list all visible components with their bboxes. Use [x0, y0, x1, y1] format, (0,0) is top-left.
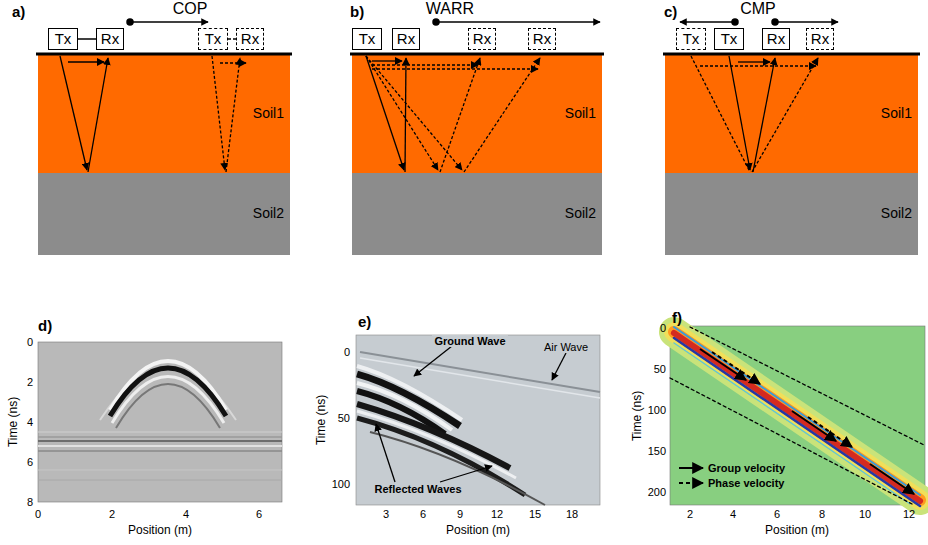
axis-tick: 0: [35, 508, 41, 521]
axis-tick: 0: [344, 346, 350, 359]
axis-tick: 4: [183, 508, 189, 521]
axis-tick: 3: [383, 508, 389, 521]
legend-text: Phase velocity: [708, 477, 784, 490]
axis-title: Time (ns): [315, 395, 329, 445]
antenna-label: Rx: [767, 31, 785, 48]
annotation: Air Wave: [542, 341, 590, 354]
antenna-label: Rx: [811, 31, 829, 48]
layer-name: Soil2: [881, 206, 912, 221]
antenna-label: Rx: [533, 31, 551, 48]
antenna-box-moved: Rx: [528, 28, 556, 50]
axis-tick: 4: [27, 416, 33, 429]
layer-name: Soil1: [881, 106, 912, 121]
antenna-link: [78, 38, 96, 40]
layer-name: Soil1: [565, 106, 596, 121]
soil-layer: Soil2: [38, 173, 290, 255]
axis-tick: 2: [27, 376, 33, 389]
axis-title: Time (ns): [7, 397, 21, 447]
annotation: Reflected Waves: [372, 483, 463, 496]
axis-tick: 15: [529, 508, 541, 521]
antenna-box: Rx: [392, 28, 420, 50]
antenna-link: [228, 38, 236, 40]
soil-layer: Soil2: [665, 173, 918, 255]
panel-letter: a): [12, 3, 25, 20]
layer-name: Soil1: [253, 106, 284, 121]
layer-name: Soil2: [565, 206, 596, 221]
antenna-label: Tx: [359, 31, 376, 48]
soil-layer: Soil2: [352, 173, 602, 255]
panel-title: COP: [173, 0, 208, 18]
antenna-label: Tx: [683, 31, 700, 48]
axis-tick: 4: [730, 508, 736, 521]
antenna-box-moved: Rx: [468, 28, 496, 50]
antenna-box: Tx: [714, 28, 744, 50]
antenna-box-moved: Tx: [676, 28, 706, 50]
annotation: Ground Wave: [432, 335, 507, 348]
antenna-label: Tx: [205, 31, 222, 48]
axis-tick: 6: [27, 456, 33, 469]
axis-tick: 8: [819, 508, 825, 521]
panel-letter: f): [672, 309, 682, 326]
axis-tick: 200: [648, 486, 666, 499]
soil-layer: Soil1: [665, 55, 918, 173]
axis-tick: 100: [648, 404, 666, 417]
antenna-box: Rx: [762, 28, 790, 50]
antenna-label: Rx: [473, 31, 491, 48]
axis-tick: 9: [457, 508, 463, 521]
antenna-label: Rx: [397, 31, 415, 48]
axis-tick: 12: [491, 508, 503, 521]
soil-layer: Soil1: [38, 55, 290, 173]
antenna-box: Tx: [352, 28, 382, 50]
layer-name: Soil2: [253, 206, 284, 221]
panel-letter: c): [664, 3, 677, 20]
axis-tick: 150: [648, 445, 666, 458]
axis-title: Position (m): [765, 524, 829, 538]
antenna-box-moved: Rx: [236, 28, 264, 50]
antenna-label: Tx: [721, 31, 738, 48]
axis-tick: 2: [109, 508, 115, 521]
panel-title: CMP: [740, 0, 776, 18]
axis-tick: 6: [420, 508, 426, 521]
axis-title: Position (m): [446, 524, 510, 538]
antenna-label: Rx: [241, 31, 259, 48]
antenna-label: Tx: [55, 31, 72, 48]
panel-letter: b): [350, 3, 364, 20]
antenna-label: Rx: [101, 31, 119, 48]
panel-title: WARR: [426, 0, 474, 18]
axis-tick: 6: [774, 508, 780, 521]
soil-layer: Soil1: [352, 55, 602, 173]
axis-tick: 8: [27, 496, 33, 509]
axis-tick: 6: [256, 508, 262, 521]
axis-tick: 50: [338, 412, 350, 425]
axis-tick: 12: [903, 508, 915, 521]
axis-tick: 50: [654, 363, 666, 376]
axis-title: Position (m): [128, 524, 192, 538]
axis-tick: 100: [332, 478, 350, 491]
axis-title: Time (ns): [631, 391, 645, 441]
axis-tick: 18: [566, 508, 578, 521]
axis-tick: 2: [687, 508, 693, 521]
legend-text: Group velocity: [708, 462, 785, 475]
antenna-box: Rx: [96, 28, 124, 50]
panel-letter: d): [38, 317, 52, 334]
axis-tick: 0: [27, 336, 33, 349]
axis-tick: 10: [859, 508, 871, 521]
antenna-box-moved: Rx: [806, 28, 834, 50]
panel-letter: e): [358, 313, 371, 330]
axis-tick: 0: [660, 322, 666, 335]
antenna-box-moved: Tx: [198, 28, 228, 50]
antenna-box: Tx: [48, 28, 78, 50]
